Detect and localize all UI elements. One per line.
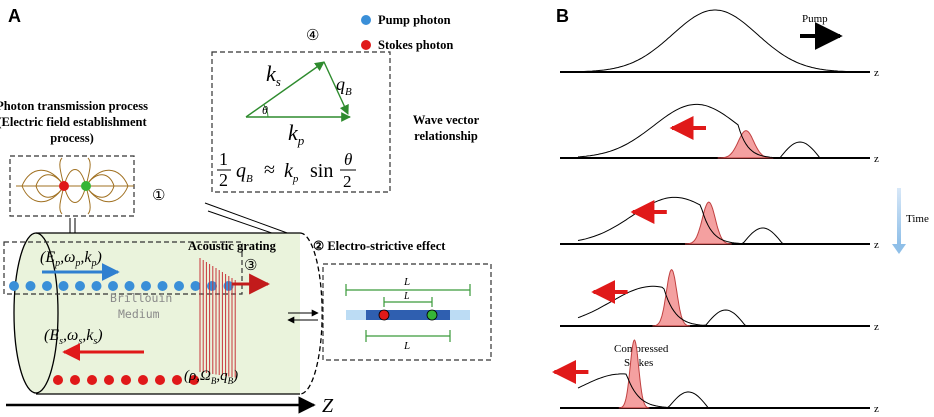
step-1-label: ① — [152, 188, 165, 204]
stokes-tuple: (Es,ωs,ks) — [44, 327, 103, 347]
medium-label-1: Brillouin — [110, 291, 172, 305]
z-tick-label: z — [874, 67, 879, 79]
pump-photon-dot — [190, 281, 201, 291]
z-tick-label: z — [874, 153, 879, 165]
acoustic-grating-lines — [199, 258, 236, 378]
field-pump-dot — [81, 181, 91, 191]
stokes-photon-dot — [155, 375, 165, 385]
z-tick-label: z — [874, 403, 879, 415]
qb-label: qB — [336, 74, 352, 98]
stokes-photon-legend-dot — [361, 40, 371, 50]
step-3-label: ③ — [244, 258, 257, 274]
ks-label: ks — [266, 61, 281, 89]
ks-vector — [245, 61, 325, 118]
pump-photon-dot — [25, 281, 36, 291]
pump-pulse — [577, 373, 866, 409]
pump-pulse — [577, 103, 866, 159]
step-4-label: ④ — [306, 28, 319, 44]
stokes-photon-row — [53, 375, 199, 385]
stokes-pulse — [652, 268, 691, 327]
pump-tuple: (Ep,ωp,kp) — [40, 249, 102, 269]
pump-label: Pump — [802, 13, 828, 25]
stokes-photon-dot — [121, 375, 131, 385]
svg-text:2: 2 — [219, 170, 228, 190]
panel-a-letter: A — [8, 6, 21, 26]
legend-pump-label: Pump photon — [378, 13, 451, 27]
pump-photon-dot — [9, 281, 19, 291]
pulse-row-3: z — [560, 196, 879, 251]
theta-label: θ — [262, 103, 268, 117]
photon-process-line2: (Electric field establishment — [0, 115, 147, 129]
time-arrow-head — [892, 244, 906, 254]
pump-photon-dot — [124, 281, 135, 291]
svg-text:1: 1 — [219, 149, 228, 169]
pump-photon-dot — [91, 281, 102, 291]
pump-photon-dot — [42, 281, 52, 291]
pump-photon-dot — [157, 281, 168, 291]
svg-text:θ: θ — [344, 150, 352, 169]
pump-photon-legend-dot — [361, 15, 371, 25]
pulse-row-2: z — [560, 103, 879, 165]
z-axis-label: Z — [322, 395, 334, 417]
pulse-evolution-rows: z z z z z — [552, 9, 879, 415]
medium-right-cap — [299, 232, 323, 395]
z-tick-label: z — [874, 239, 879, 251]
pulse-row-1: z — [560, 9, 879, 79]
time-arrow-shaft — [897, 188, 901, 244]
pump-pulse — [577, 196, 866, 245]
stokes-photon-dot — [172, 375, 182, 385]
legend-stokes-label: Stokes photon — [378, 38, 453, 52]
photon-process-line1: Photon transmission process — [0, 99, 148, 113]
pulse-row-4: z — [560, 268, 879, 333]
compressed-label-1: Compressed — [614, 343, 669, 355]
electric-field-lines-icon — [16, 157, 134, 215]
svg-text:≈: ≈ — [264, 159, 275, 181]
pump-photon-dot — [75, 281, 85, 291]
medium-label-2: Medium — [118, 307, 160, 321]
step-2-label: ② Electro-strictive effect — [313, 239, 446, 253]
stokes-photon-dot — [87, 375, 97, 385]
wave-vector-equation: 1 2 qB ≈ kp sin θ 2 — [217, 149, 356, 191]
pump-photon-dot — [174, 281, 184, 291]
wave-vector-box — [211, 51, 391, 193]
stokes-photon-dot — [189, 375, 199, 385]
wave-vector-title-2: relationship — [414, 129, 478, 143]
wave-vector-title-1: Wave vector — [413, 113, 480, 127]
electrostriction-illustration: L L L — [345, 276, 471, 352]
svg-text:L: L — [403, 276, 410, 288]
z-tick-label: z — [874, 321, 879, 333]
stokes-photon-dot — [104, 375, 114, 385]
pump-photon-dot — [108, 281, 118, 291]
stokes-pulse — [684, 201, 732, 245]
svg-text:2: 2 — [343, 172, 352, 191]
svg-text:L: L — [403, 340, 410, 352]
svg-text:sin: sin — [310, 160, 333, 182]
panel-b-letter: B — [556, 6, 569, 26]
qb-vector — [323, 61, 349, 115]
time-label: Time — [906, 213, 929, 225]
acoustic-grating-label: Acoustic grating — [188, 239, 277, 253]
kp-label: kp — [288, 120, 305, 148]
svg-text:kp: kp — [284, 160, 299, 185]
stokes-pulse — [717, 130, 774, 159]
grating-tuple: (ρ,ΩB,qB) — [184, 368, 238, 386]
field-stokes-dot — [59, 181, 69, 191]
photon-process-line3: process) — [50, 131, 94, 145]
stokes-photon-dot — [138, 375, 148, 385]
stokes-photon-dot — [70, 375, 80, 385]
stokes-pulse — [618, 339, 650, 409]
pump-photon-dot — [58, 281, 69, 291]
pump-photon-dot — [141, 281, 151, 291]
pump-pulse — [577, 9, 866, 73]
electrostriction-box — [322, 263, 492, 361]
svg-text:qB: qB — [236, 160, 253, 185]
svg-text:L: L — [403, 291, 410, 302]
stokes-photon-dot — [53, 375, 63, 385]
pump-region-box — [3, 241, 243, 295]
pulse-row-5: z — [552, 339, 879, 415]
